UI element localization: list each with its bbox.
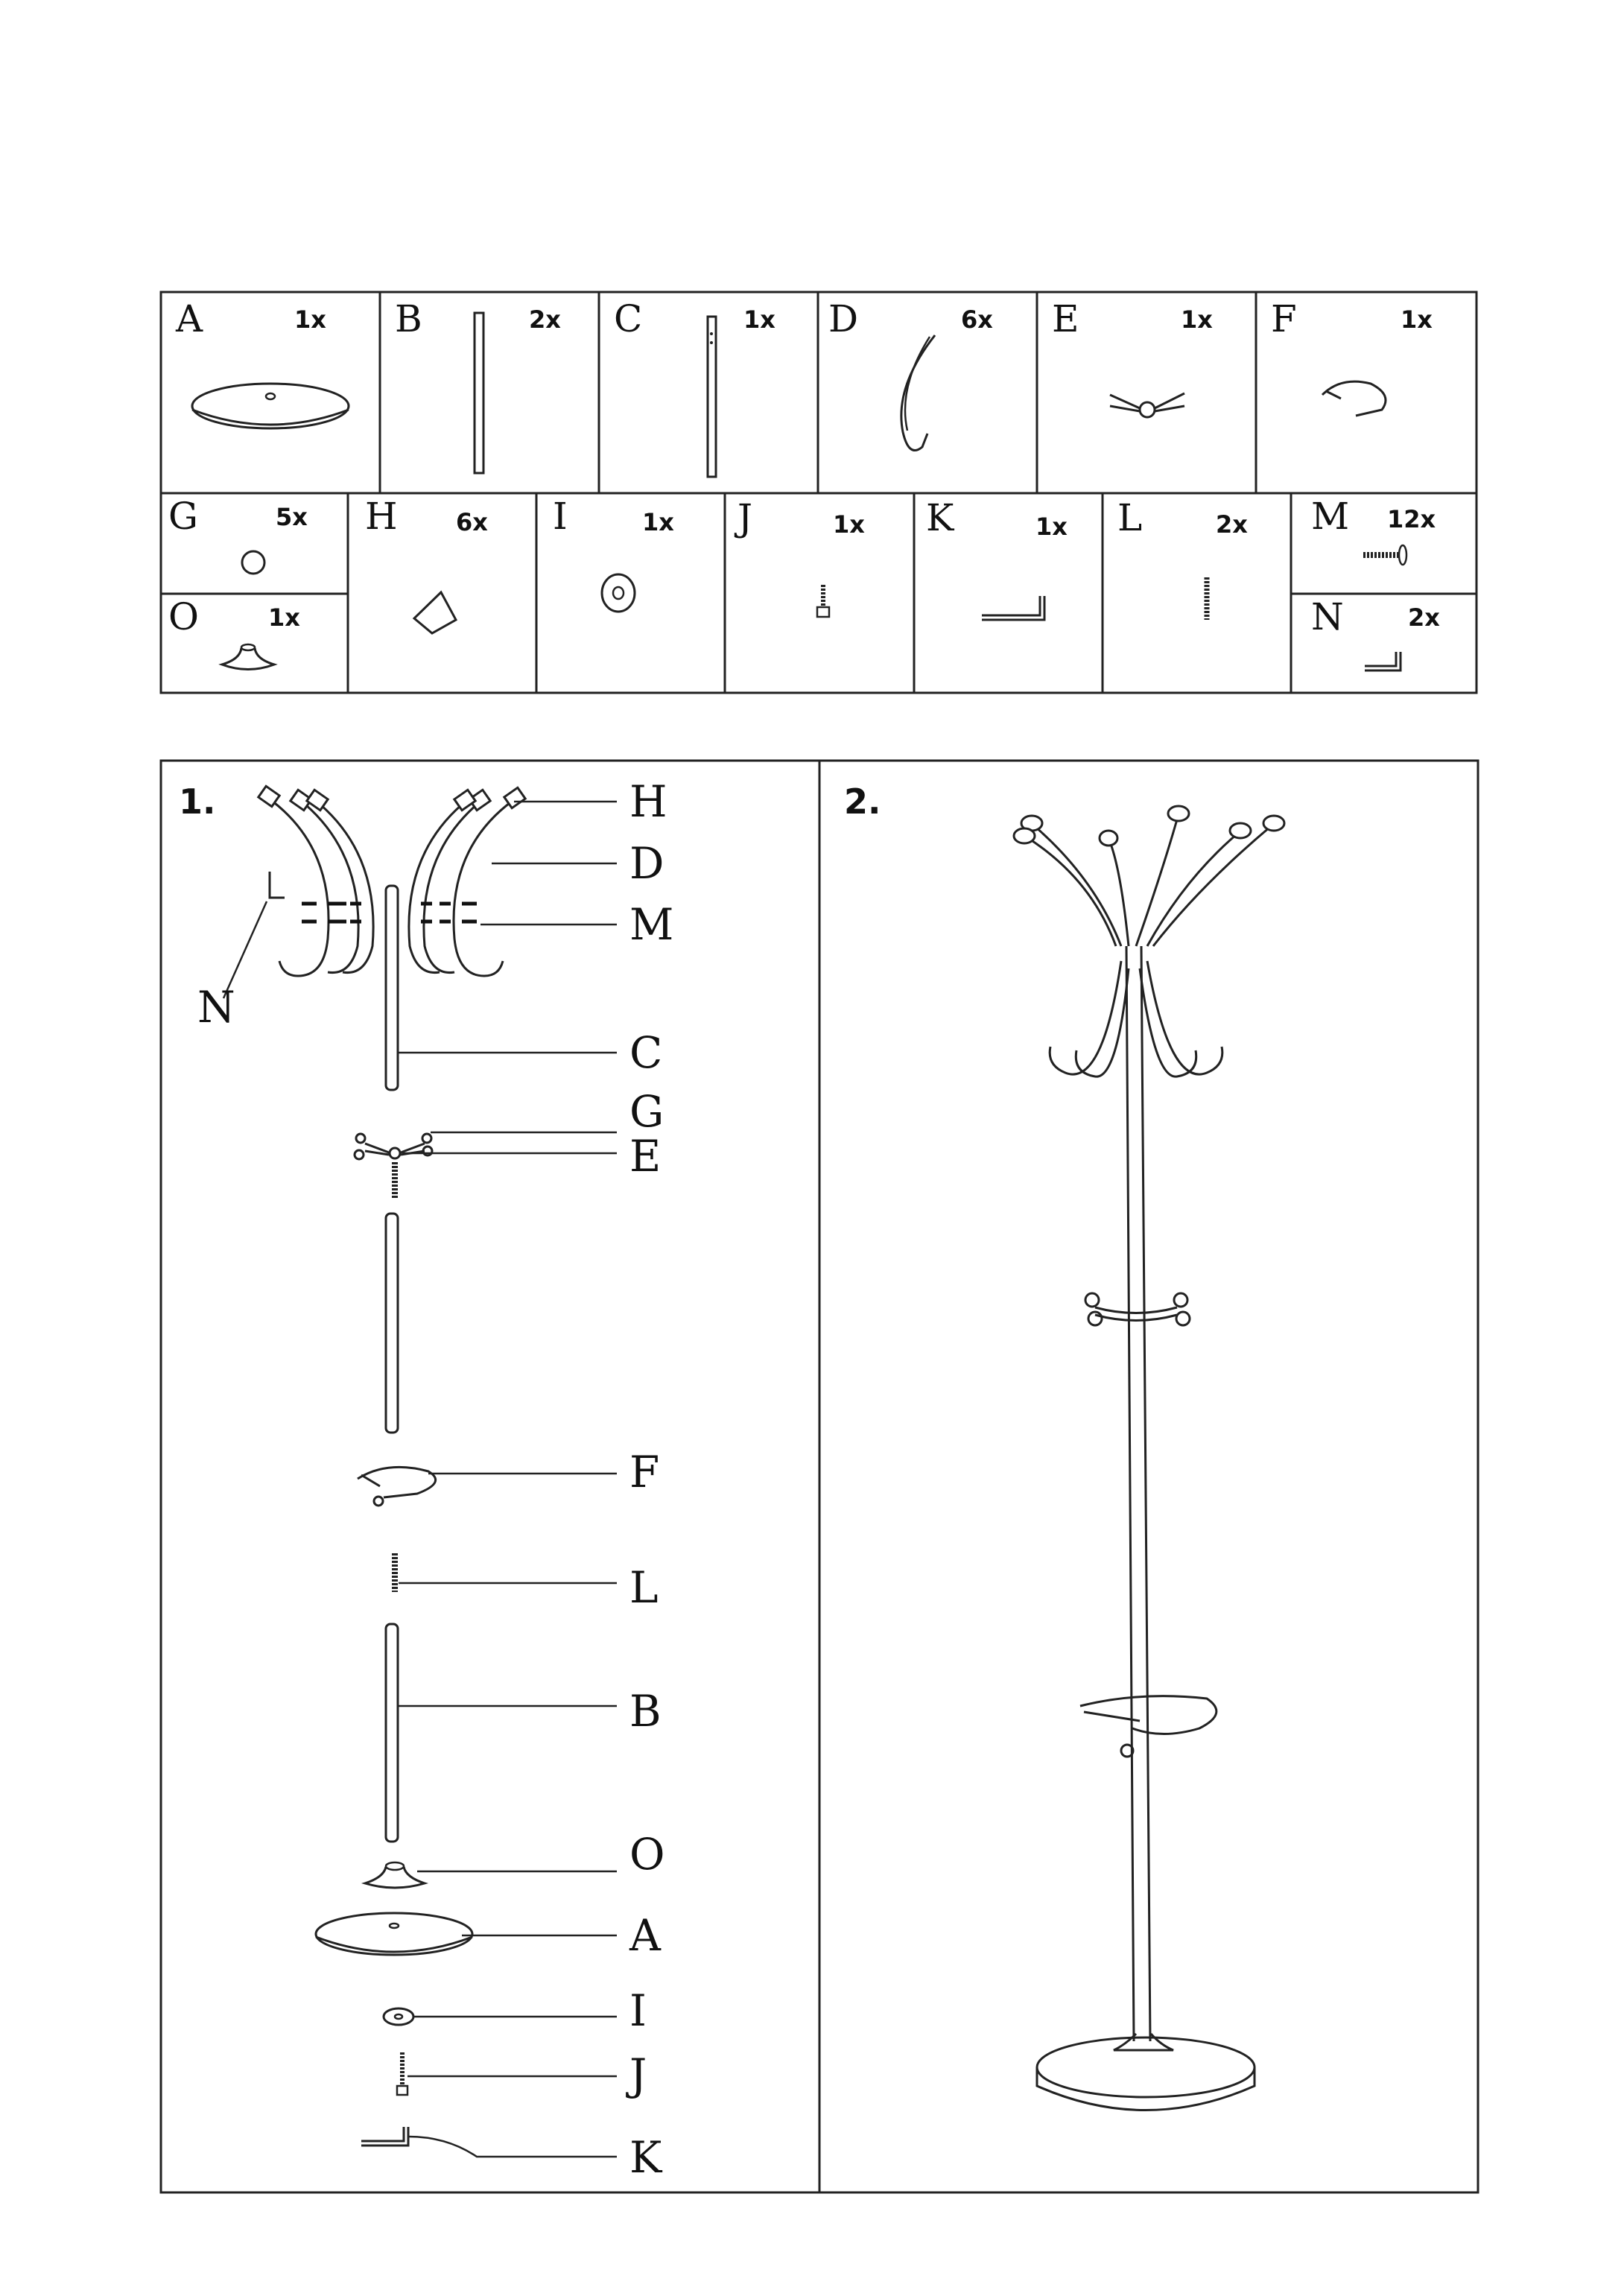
part-letter: L xyxy=(1117,496,1142,539)
part-qty: 12x xyxy=(1387,505,1436,533)
label-h: H xyxy=(629,776,667,827)
part-cell-m: M 12x xyxy=(1311,495,1436,566)
part-qty: 1x xyxy=(1181,305,1213,334)
part-letter: E xyxy=(1052,297,1079,340)
step-number: 1. xyxy=(179,781,215,822)
base-cover-drawing xyxy=(218,643,278,670)
part-cell-h: H 6x xyxy=(365,495,488,635)
label-f: F xyxy=(629,1447,659,1497)
top-tube-drawing xyxy=(706,315,717,478)
part-qty: 1x xyxy=(743,305,775,334)
part-cell-i: I 1x xyxy=(553,495,674,613)
part-letter: B xyxy=(395,297,422,340)
label-g: G xyxy=(629,1086,664,1137)
label-k: K xyxy=(629,2132,663,2183)
bolt-drawing xyxy=(816,585,831,618)
part-qty: 1x xyxy=(833,510,865,539)
part-letter: K xyxy=(926,496,955,539)
part-cell-c: C 1x xyxy=(614,297,775,478)
hook-tip-drawing xyxy=(412,590,458,635)
parts-table: A 1x B 2x C 1x D 6x xyxy=(159,291,1478,694)
label-a: A xyxy=(629,1910,662,1961)
umbrella-ring-drawing xyxy=(1321,380,1387,417)
small-allen-key-drawing xyxy=(1365,652,1402,672)
part-letter: J xyxy=(734,496,752,539)
part-letter: O xyxy=(168,595,199,638)
screw-drawing xyxy=(1363,544,1408,566)
part-letter: D xyxy=(828,297,858,340)
label-m: M xyxy=(629,899,673,950)
part-labels: H D M N C G E F L B O A I J K xyxy=(197,776,673,2183)
label-d: D xyxy=(629,838,664,889)
leader-lines xyxy=(399,800,617,2158)
step-number: 2. xyxy=(844,781,881,822)
middle-bracket-drawing xyxy=(1109,392,1185,419)
label-c: C xyxy=(629,1027,662,1078)
part-cell-f: F 1x xyxy=(1271,297,1433,417)
exploded-view-drawing xyxy=(222,784,527,2147)
part-cell-j: J 1x xyxy=(734,496,865,618)
ball-cap-drawing xyxy=(241,550,266,575)
part-cell-e: E 1x xyxy=(1052,297,1213,419)
part-qty: 6x xyxy=(456,508,488,536)
label-e: E xyxy=(629,1131,661,1182)
part-letter: H xyxy=(365,495,398,538)
part-letter: I xyxy=(553,495,568,538)
tube-drawing xyxy=(473,311,485,475)
part-letter: M xyxy=(1311,495,1349,538)
part-cell-o: O 1x xyxy=(168,595,300,670)
step-2-panel: 2. xyxy=(844,781,1286,2111)
washer-drawing xyxy=(600,573,636,613)
base-disc-drawing xyxy=(191,382,350,430)
part-cell-l: L 2x xyxy=(1117,496,1248,620)
label-i: I xyxy=(629,1985,647,2036)
label-n: N xyxy=(197,982,235,1033)
part-letter: G xyxy=(168,495,198,538)
part-qty: 2x xyxy=(1216,510,1248,539)
part-letter: F xyxy=(1271,297,1297,340)
part-qty: 1x xyxy=(1035,513,1068,541)
part-qty: 6x xyxy=(961,305,993,334)
part-letter: C xyxy=(614,297,642,340)
step-1-panel: 1. xyxy=(179,776,673,2183)
part-cell-k: K 1x xyxy=(926,496,1068,621)
table-grid xyxy=(161,292,1476,693)
large-allen-key-drawing xyxy=(982,596,1046,621)
part-letter: A xyxy=(175,297,203,340)
part-qty: 2x xyxy=(529,305,561,334)
part-qty: 1x xyxy=(1401,305,1433,334)
part-cell-a: A 1x xyxy=(175,297,350,430)
part-qty: 2x xyxy=(1408,603,1440,632)
label-j: J xyxy=(626,2049,647,2100)
part-qty: 1x xyxy=(294,305,326,334)
part-letter: N xyxy=(1311,595,1344,638)
part-cell-b: B 2x xyxy=(395,297,561,475)
label-l: L xyxy=(629,1562,659,1613)
part-qty: 1x xyxy=(268,603,300,632)
label-o: O xyxy=(629,1829,665,1880)
assembled-coat-rack-drawing xyxy=(1012,805,1286,2111)
part-cell-g: G 5x xyxy=(168,495,308,575)
part-qty: 5x xyxy=(276,503,308,531)
part-cell-n: N 2x xyxy=(1311,595,1440,672)
part-cell-d: D 6x xyxy=(828,297,993,451)
part-qty: 1x xyxy=(642,508,674,536)
label-b: B xyxy=(629,1686,662,1737)
